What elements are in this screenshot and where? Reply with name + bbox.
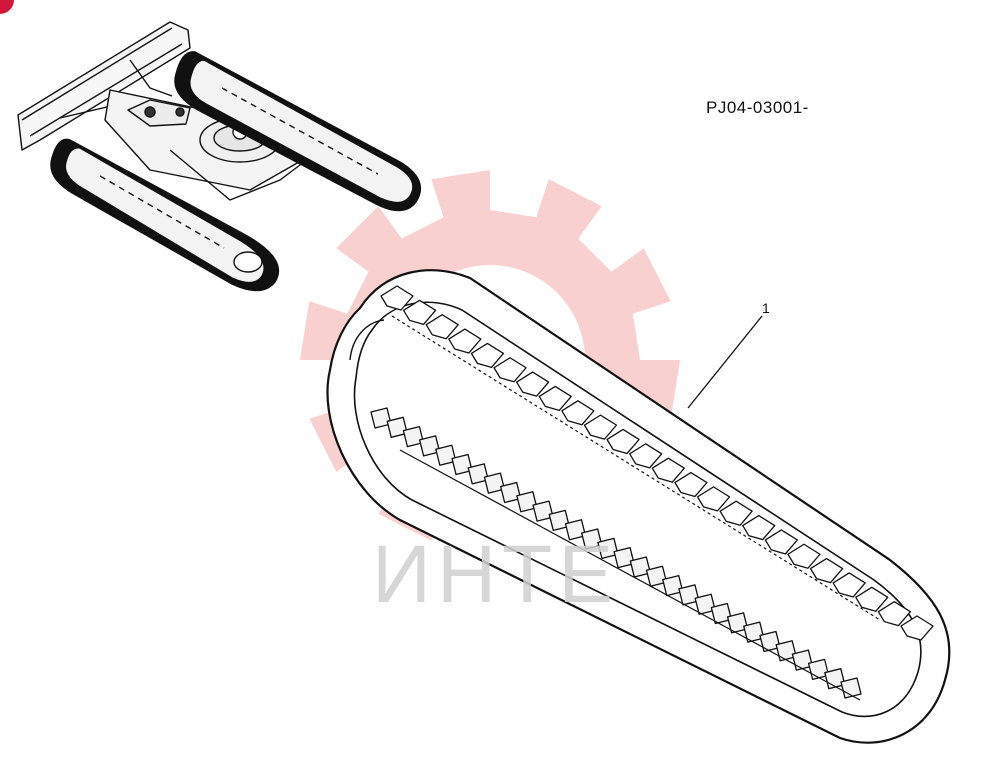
rubber-track bbox=[326, 269, 951, 744]
tread-lug bbox=[516, 371, 550, 397]
tread-lug bbox=[764, 529, 798, 555]
tread-lug bbox=[900, 615, 934, 641]
tread-lug bbox=[877, 601, 912, 627]
tread-lug bbox=[470, 342, 505, 369]
tread-lug bbox=[402, 299, 437, 325]
tread-lug bbox=[742, 514, 776, 541]
corner-mark bbox=[0, 0, 14, 14]
tread-lug bbox=[787, 543, 821, 569]
callout-leader-1 bbox=[687, 315, 763, 409]
tread-lug bbox=[832, 572, 866, 598]
tread-lug bbox=[809, 557, 844, 584]
tread-lug bbox=[629, 443, 663, 469]
watermark-text: ИНТЕ bbox=[372, 529, 619, 620]
tread-lug bbox=[380, 285, 414, 311]
tread-lug bbox=[606, 428, 640, 455]
tread-lug bbox=[493, 357, 527, 383]
tread-lug bbox=[719, 500, 753, 526]
tread-lug bbox=[538, 385, 572, 412]
undercarriage-assembly bbox=[17, 21, 422, 292]
part-code-label: PJ04-03001- bbox=[706, 98, 809, 117]
tread-lug bbox=[651, 457, 685, 483]
tread-lug bbox=[583, 414, 618, 440]
tread-lug bbox=[696, 486, 731, 512]
tread-lug bbox=[425, 314, 459, 340]
tread-lug bbox=[855, 586, 889, 612]
tread-lug bbox=[561, 400, 595, 426]
callout-number-1: 1 bbox=[762, 300, 770, 316]
tread-lug bbox=[674, 471, 708, 498]
tread-lug bbox=[448, 328, 482, 354]
